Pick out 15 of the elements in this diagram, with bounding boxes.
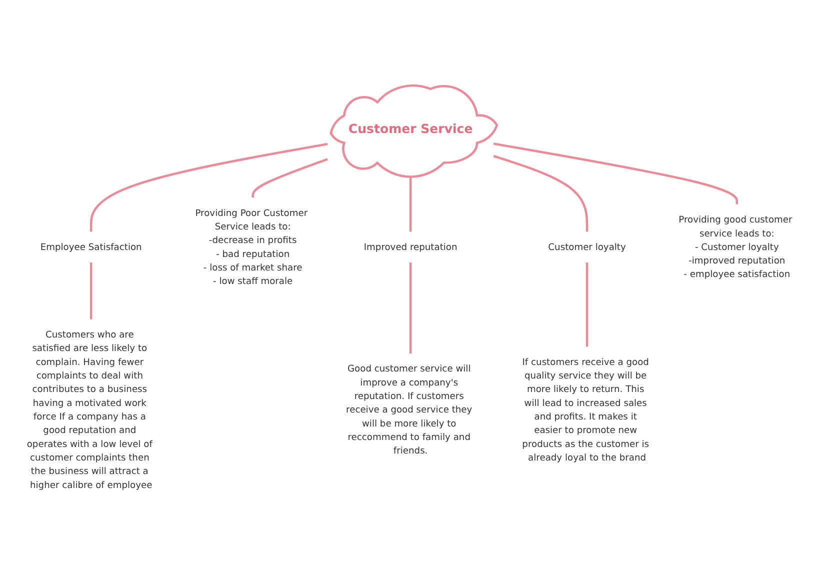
node-text: Providing good customer service leads to: - Customer loyalty -improved reputation - employee satisfaction [678,214,792,280]
node-text: Good customer service will improve a company's reputation. If customers receive a good service they will be more likely to reccommend to family and friends. [346,363,472,456]
node-text: Providing Poor Customer Service leads to: -decrease in profits - bad reputation - loss of market share - low staff morale [195,207,308,286]
connector [252,158,328,198]
node-text: Customers who are satisfied are less likely to complain. Having fewer complaints to deal with contributes to a business having a motivated work force If a company has a good reputation and operates with a low level of customer complaints then the business will attract a higher calibre of employee [26,329,152,490]
node-text: Improved reputation [364,241,458,252]
node-text: Employee Satisfaction [40,241,142,252]
connector [586,262,588,347]
connector [409,262,412,354]
connector [90,142,328,232]
connector [493,142,738,204]
node-text: If customers receive a good quality service they will be more likely to return. This will lead to increased sales and profits. It makes it easier to promote new products as the customer is already loyal to the brand [522,356,649,463]
node-text: Customer loyalty [548,241,626,252]
connector [90,262,92,320]
connector [493,154,588,232]
